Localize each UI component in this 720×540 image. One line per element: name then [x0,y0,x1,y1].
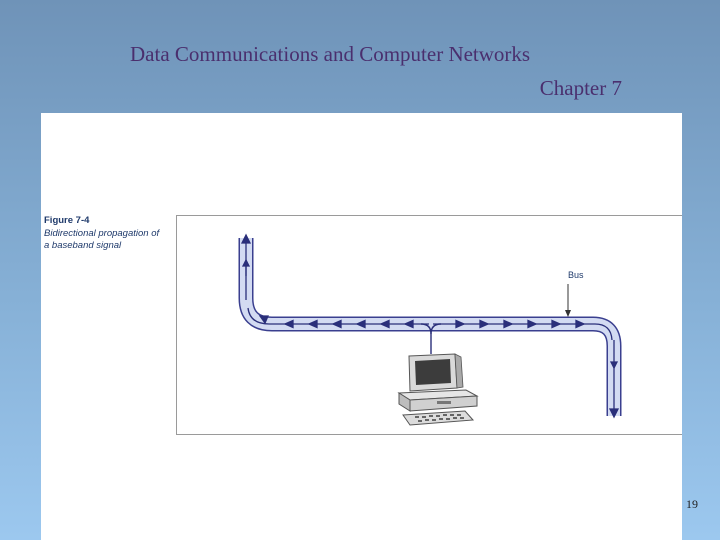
content-panel: Figure 7-4 Bidirectional propagation of … [41,113,682,540]
figure-caption: Figure 7-4 Bidirectional propagation of … [44,215,164,253]
bus-diagram: Bus [177,216,683,436]
slide-title: Data Communications and Computer Network… [130,42,625,67]
figure-label: Figure 7-4 [44,215,164,228]
page-number: 19 [686,497,698,512]
figure-frame: Bus [176,215,682,435]
slide-header: Data Communications and Computer Network… [0,0,720,112]
slide-subtitle: Chapter 7 [540,76,622,101]
bus-label: Bus [568,270,584,280]
computer-icon [399,354,477,425]
figure-caption-text: Bidirectional propagation of a baseband … [44,228,164,253]
bus-pointer: Bus [565,270,584,317]
